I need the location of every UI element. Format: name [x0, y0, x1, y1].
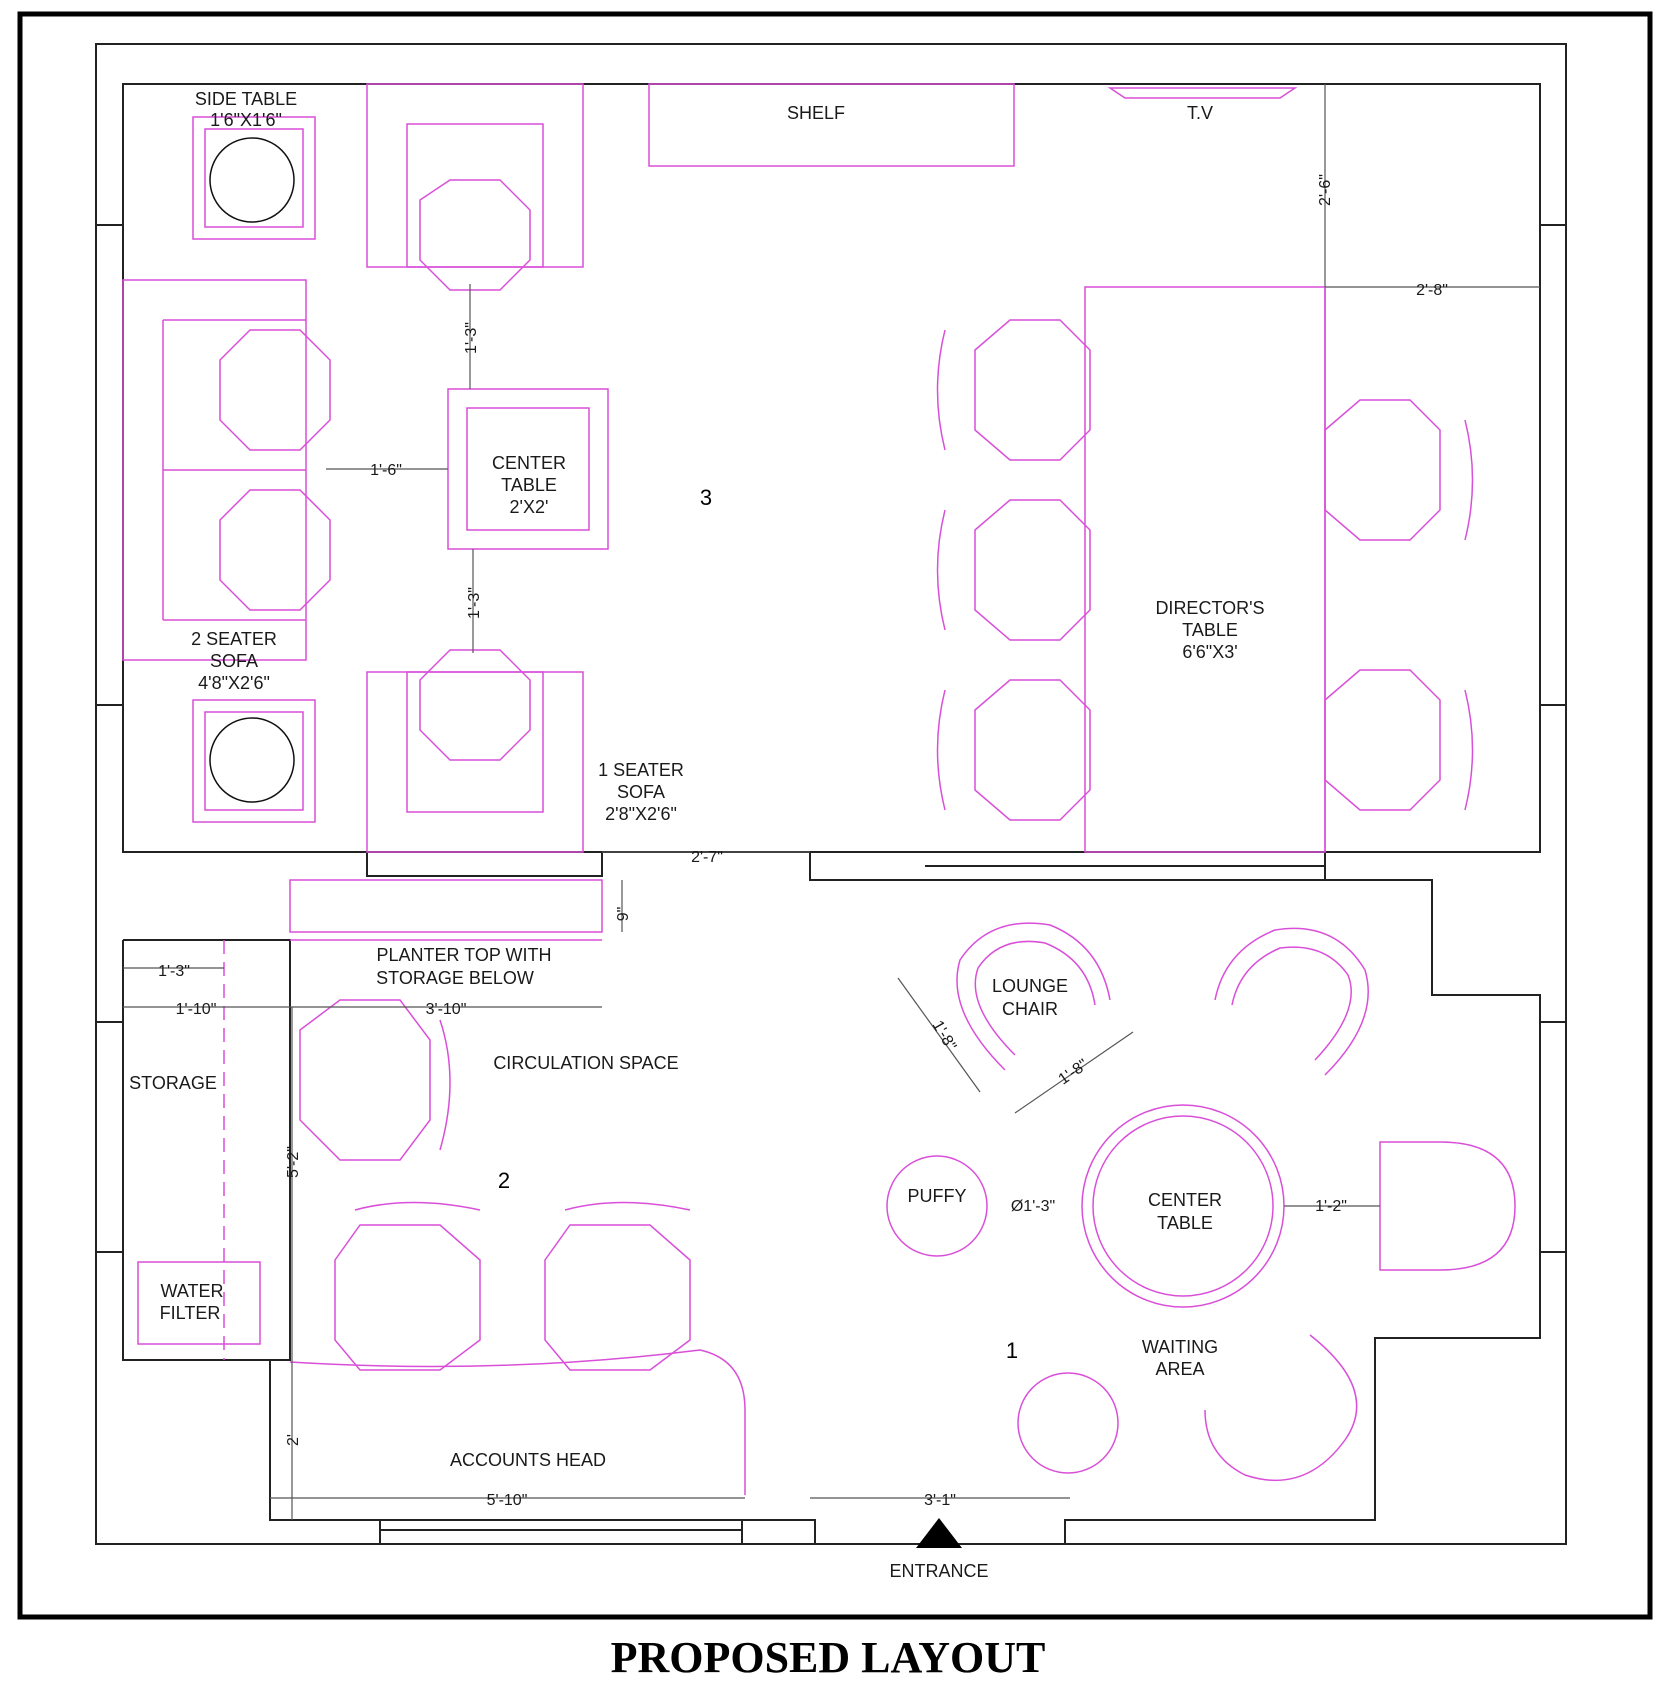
side-table-top	[192, 116, 316, 240]
dim-planter-w: 3'-10"	[426, 1001, 467, 1018]
directors-table	[1084, 286, 1326, 853]
accounts-wall	[269, 1359, 816, 1544]
dim-sofa-gap-bottom: 1'-3"	[466, 587, 483, 619]
window-left-top	[95, 224, 124, 706]
puffy-2	[1017, 1372, 1119, 1474]
accounts-head-label: ACCOUNTS HEAD	[450, 1450, 606, 1470]
directors-label-1: DIRECTOR'S	[1155, 598, 1264, 618]
outer-wall	[95, 43, 1567, 1545]
shelf-label: SHELF	[787, 103, 845, 123]
dim-lounge-w1: 1'-8"	[929, 1018, 960, 1054]
round-table-label-1: CENTER	[1148, 1190, 1222, 1210]
accounts-desk	[289, 1349, 746, 1495]
one-seater-label-1: 1 SEATER	[598, 760, 684, 780]
planter	[289, 879, 603, 933]
walls	[95, 43, 1567, 1545]
partition-left	[366, 852, 603, 877]
one-seater-label-2: SOFA	[617, 782, 665, 802]
one-seater-sofa-bottom	[366, 671, 584, 853]
side-table-size: 1'6"X1'6"	[210, 110, 282, 130]
one-seater-size: 2'8"X2'6"	[605, 804, 677, 824]
two-seater-size: 4'8"X2'6"	[198, 673, 270, 693]
dim-table-gap: 1'-2"	[1315, 1198, 1347, 1215]
center-table-label-2: TABLE	[501, 475, 557, 495]
waiting-area-label-2: AREA	[1155, 1359, 1204, 1379]
lounge-chair-label-2: CHAIR	[1002, 999, 1058, 1019]
room-number-3: 3	[700, 485, 712, 510]
two-seater-label-2: SOFA	[210, 651, 258, 671]
dim-entrance-w: 3'-1"	[924, 1492, 956, 1509]
waiting-wall	[1064, 879, 1541, 1544]
dim-puffy-dia: Ø1'-3"	[1011, 1198, 1055, 1215]
lounge-chair-1	[956, 922, 1111, 1071]
window-right-top	[1539, 224, 1567, 706]
director-chairs	[936, 319, 1474, 821]
one-seater-sofa-top	[366, 83, 584, 268]
side-table-label: SIDE TABLE	[195, 89, 297, 109]
page-title: PROPOSED LAYOUT	[611, 1633, 1046, 1682]
dim-sofa-gap-top: 1'-3"	[463, 322, 480, 354]
dimension-lines	[123, 84, 1540, 1520]
water-filter-label-2: FILTER	[160, 1303, 221, 1323]
dim-sofa-gap-left: 1'-6"	[370, 462, 402, 479]
tv	[1107, 87, 1298, 99]
window-left-bottom	[95, 1021, 124, 1253]
dim-desk-w: 5'-10"	[487, 1492, 528, 1509]
entrance-label: ENTRANCE	[889, 1561, 988, 1581]
dim-storage-w2: 1'-10"	[176, 1001, 217, 1018]
water-filter-label-1: WATER	[161, 1281, 224, 1301]
dim-door-gap: 2'-7"	[691, 849, 723, 866]
round-table-label-2: TABLE	[1157, 1213, 1213, 1233]
dim-storage-w1: 1'-3"	[158, 963, 190, 980]
waiting-chair-right	[1379, 1141, 1516, 1271]
dim-planter-depth: 9"	[615, 907, 632, 922]
room-number-1: 1	[1006, 1338, 1018, 1363]
plant-pot-bottom	[209, 717, 295, 803]
dim-tv-gap: 2'-6"	[1317, 174, 1334, 206]
room-number-2: 2	[498, 1168, 510, 1193]
shelf	[648, 83, 1015, 167]
center-table-label-1: CENTER	[492, 453, 566, 473]
circulation-label: CIRCULATION SPACE	[493, 1053, 678, 1073]
planter-label-1: PLANTER TOP WITH	[376, 945, 551, 965]
lounge-chair-2	[1214, 927, 1369, 1076]
guest-1	[334, 1224, 481, 1371]
accounts-chair	[299, 999, 431, 1161]
puffy-label: PUFFY	[907, 1186, 966, 1206]
planter-label-2: STORAGE BELOW	[376, 968, 534, 988]
water-filter	[137, 1261, 261, 1345]
directors-size: 6'6"X3'	[1182, 642, 1237, 662]
dim-lounge-w2: 1'-8"	[1055, 1056, 1091, 1088]
drawing-frame	[17, 11, 1653, 1620]
waiting-furniture	[886, 922, 1516, 1548]
room-3-furniture	[122, 83, 1474, 853]
directors-label-2: TABLE	[1182, 620, 1238, 640]
dim-right-gap: 2'-8"	[1416, 282, 1448, 299]
dim-desk-h: 2'	[285, 1434, 302, 1446]
dim-desk-depth-left: 5'-2"	[285, 1146, 302, 1178]
window-right-bottom	[1539, 1021, 1567, 1253]
lounge-chair-label-1: LOUNGE	[992, 976, 1068, 996]
two-seater-label-1: 2 SEATER	[191, 629, 277, 649]
lounge-chair-3	[1204, 1334, 1358, 1482]
side-table-bottom	[192, 699, 316, 823]
storage-label: STORAGE	[129, 1073, 217, 1093]
center-table-size: 2'X2'	[510, 497, 549, 517]
tv-label: T.V	[1187, 103, 1213, 123]
entrance-arrow	[916, 1518, 962, 1548]
plant-pot-top	[209, 137, 295, 223]
accounts-furniture	[137, 879, 746, 1495]
waiting-area-label-1: WAITING	[1142, 1337, 1218, 1357]
guest-2	[544, 1224, 691, 1371]
puffy-1	[886, 1155, 988, 1257]
